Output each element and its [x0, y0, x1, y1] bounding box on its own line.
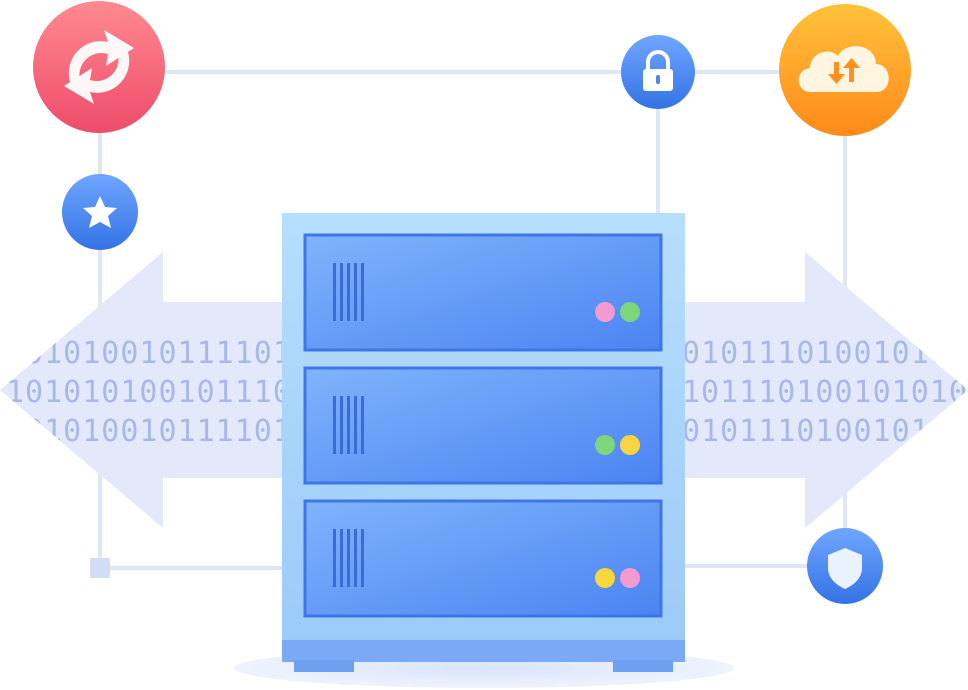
server-unit	[303, 499, 663, 618]
star-icon	[83, 196, 117, 228]
binary-row: 10101010010111010	[6, 375, 330, 410]
vent-slots	[333, 529, 364, 587]
binary-row: 1011101001010101	[682, 375, 968, 410]
lock-badge	[621, 35, 695, 109]
status-led	[595, 435, 615, 455]
sync-arrows-icon	[64, 30, 134, 104]
status-led	[595, 568, 615, 588]
cloud-transfer-icon	[798, 46, 889, 92]
connector-node	[90, 558, 110, 578]
binary-row: 0101110100101011	[682, 414, 968, 449]
server-unit	[303, 233, 663, 352]
vent-slots	[333, 396, 364, 454]
right-data-arrow: 0101110100101011 1011101001010101 010111…	[668, 252, 968, 528]
vent-slots	[333, 263, 364, 321]
shield-badge	[807, 528, 883, 604]
status-led	[620, 302, 640, 322]
shield-icon	[828, 548, 862, 589]
server-unit	[303, 366, 663, 485]
lock-icon	[643, 50, 673, 91]
binary-row: 10101001011110101	[6, 336, 330, 371]
status-led	[595, 302, 615, 322]
status-led	[620, 435, 640, 455]
status-led	[620, 568, 640, 588]
sync-badge	[33, 1, 165, 133]
cloud-badge	[779, 4, 911, 136]
binary-row: 0101110100101011	[682, 336, 968, 371]
server-units	[303, 233, 663, 618]
star-badge	[62, 174, 138, 250]
left-data-arrow: 10101001011110101 10101010010111010 1010…	[0, 252, 330, 528]
binary-row: 10101001011110101	[6, 414, 330, 449]
